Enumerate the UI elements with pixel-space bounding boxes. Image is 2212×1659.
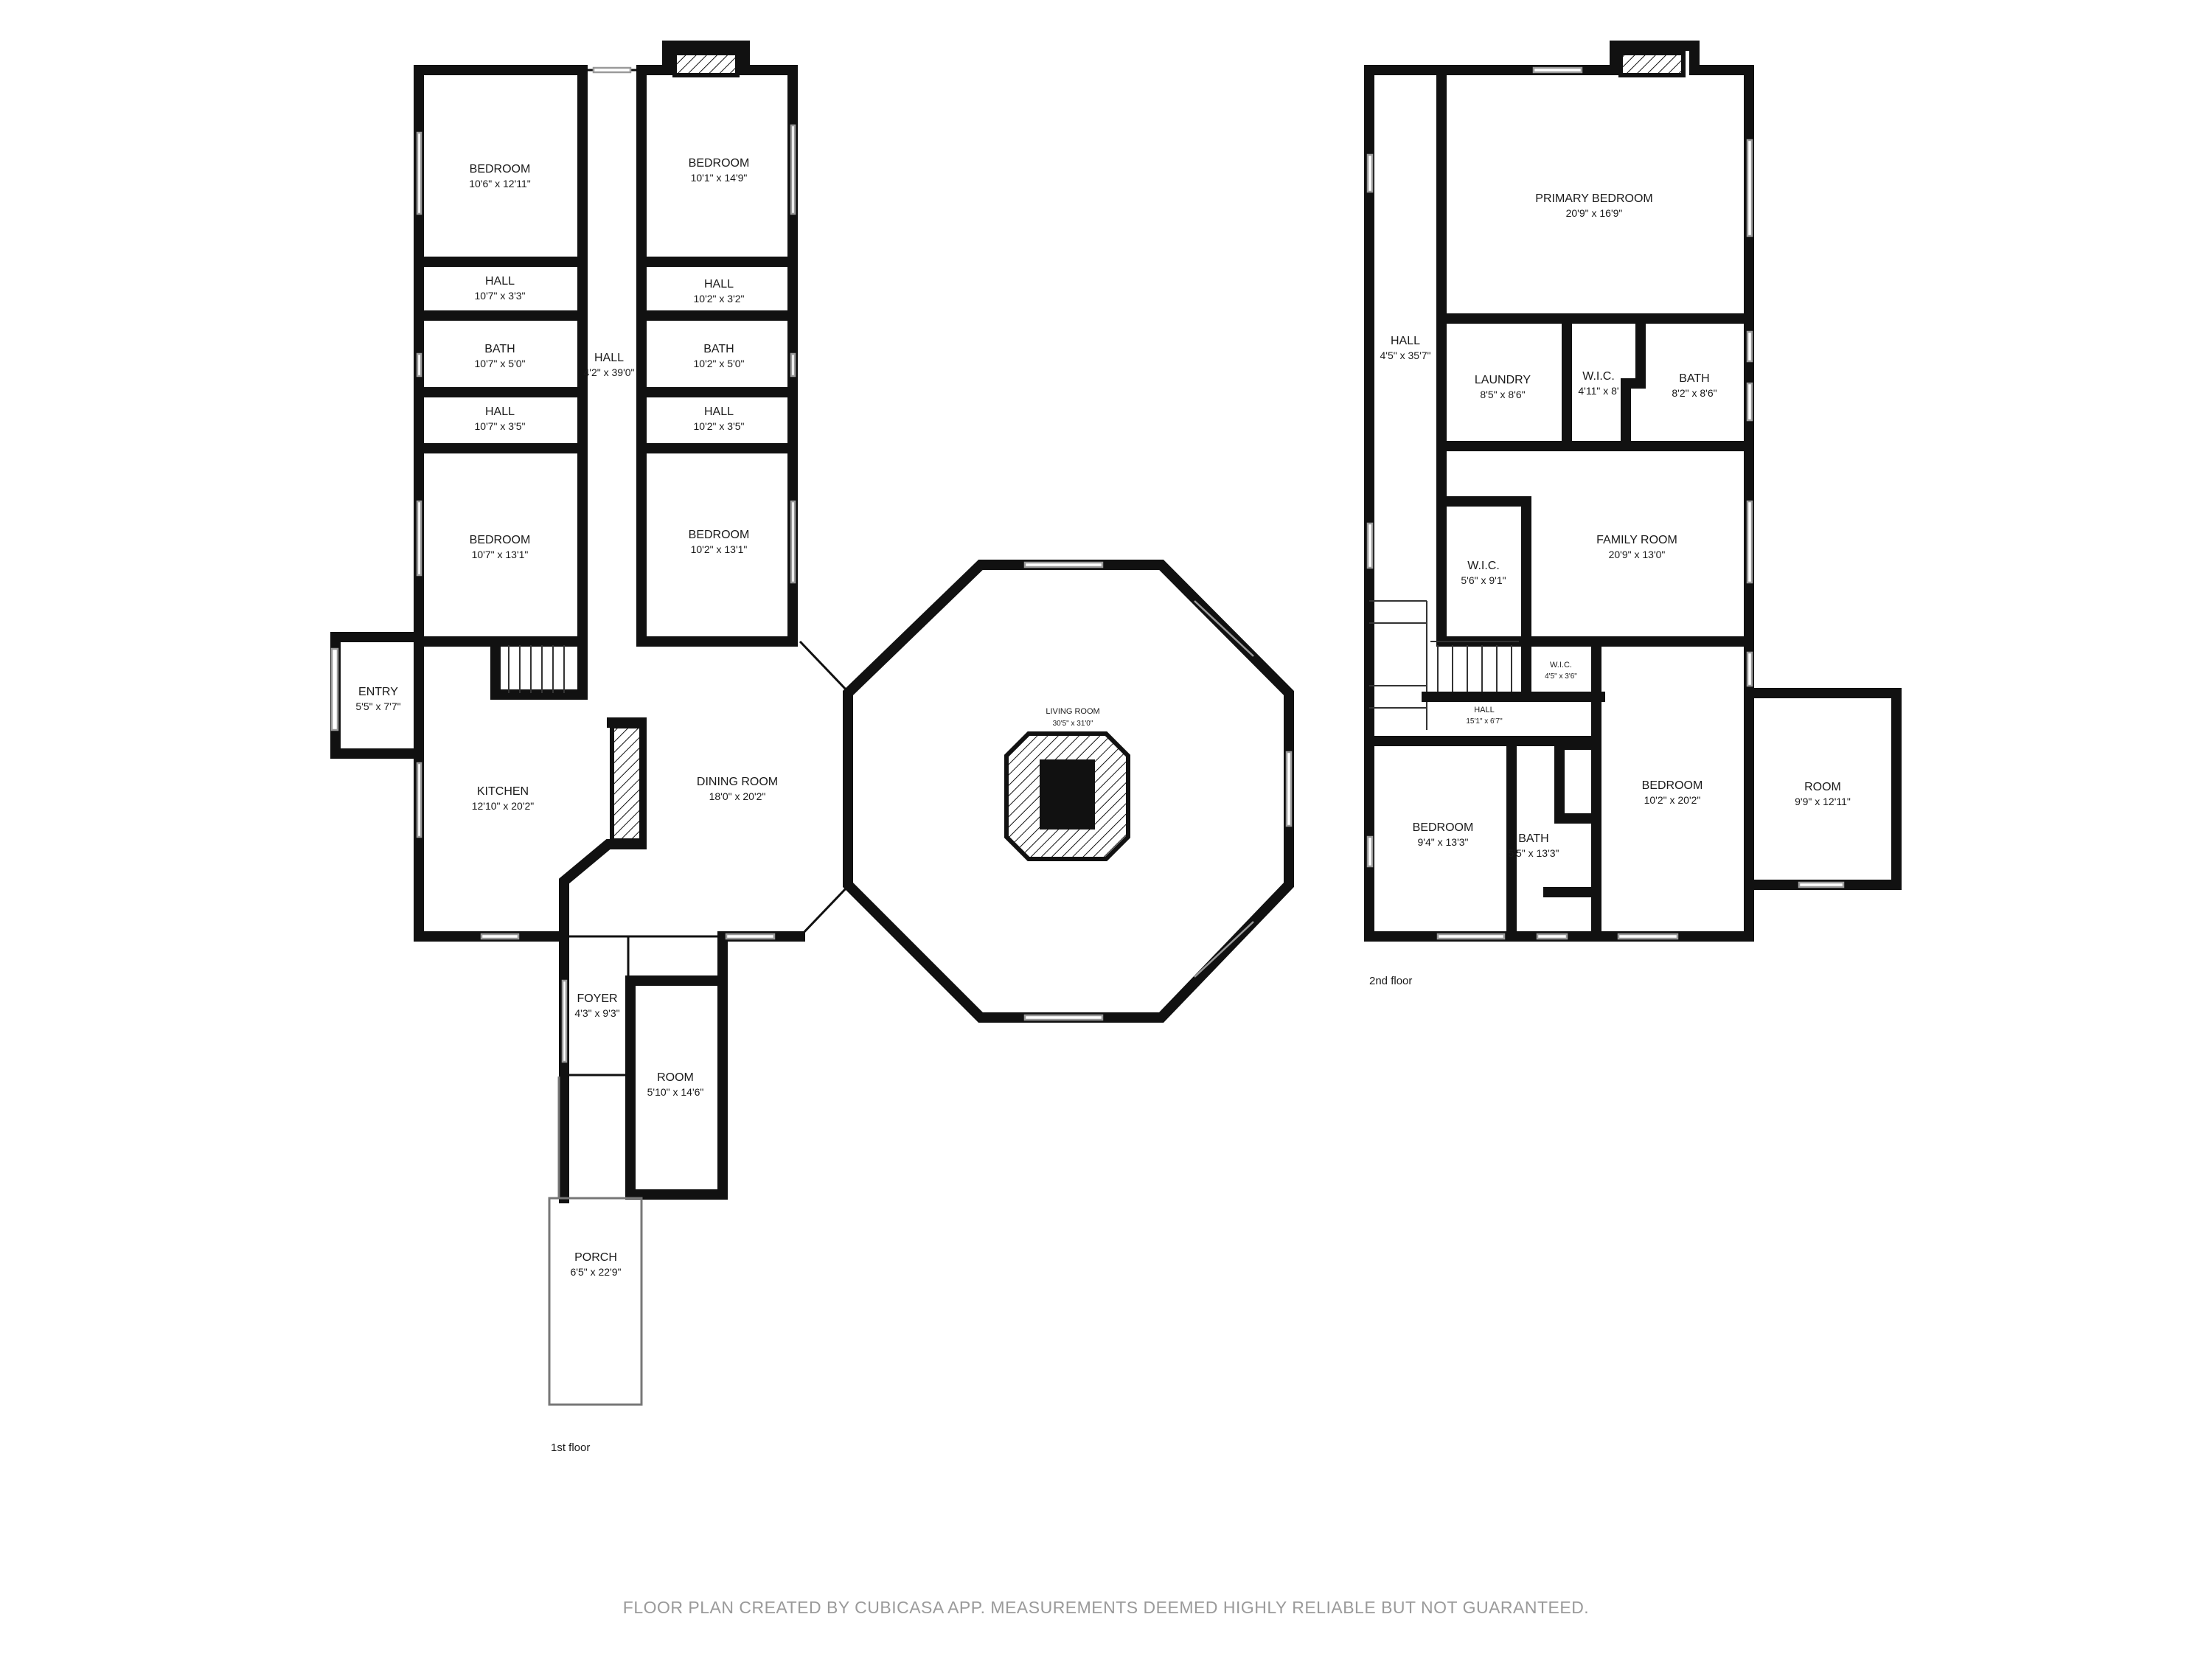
room-label: KITCHEN	[477, 785, 529, 798]
floor-name: 1st floor	[551, 1441, 590, 1454]
room-dims: 10'2" x 5'0"	[694, 358, 745, 369]
room-dims: 10'7" x 13'1"	[472, 549, 529, 560]
room-dims: 10'2" x 3'2"	[694, 293, 745, 305]
room-label: HALL	[485, 406, 515, 418]
room-label: ROOM	[657, 1071, 694, 1084]
room-dims: 5'5" x 13'3"	[1509, 847, 1559, 859]
room-label: BEDROOM	[470, 163, 531, 175]
room-label: HALL	[1474, 706, 1495, 714]
room-dims: 10'2" x 20'2"	[1644, 794, 1701, 806]
room-dims: 9'4" x 13'3"	[1418, 836, 1469, 848]
room-label: BEDROOM	[689, 157, 750, 170]
fireplace-icon	[1004, 731, 1130, 861]
room-label: LIVING ROOM	[1046, 707, 1099, 716]
room-dims: 8'2" x 8'6"	[1672, 387, 1717, 399]
room-label: FAMILY ROOM	[1596, 534, 1677, 546]
second-floor: PRIMARY BEDROOM 20'9" x 16'9" HALL 4'5" …	[1364, 41, 1902, 987]
room-label: BATH	[703, 343, 734, 355]
first-floor: BEDROOM 10'6" x 12'11" BEDROOM 10'1" x 1…	[330, 41, 1294, 1454]
room-dims: 10'1" x 14'9"	[691, 172, 748, 184]
room-label: BATH	[1518, 832, 1548, 845]
room-dims: 4'3" x 9'3"	[574, 1007, 619, 1019]
room-dims: 20'9" x 16'9"	[1566, 207, 1623, 219]
room-label: BEDROOM	[1642, 779, 1703, 792]
room-dims: 10'6" x 12'11"	[469, 178, 531, 189]
room-dims: 5'10" x 14'6"	[647, 1086, 704, 1098]
room-dims: 9'9" x 12'11"	[1795, 796, 1851, 807]
room-dims: 10'7" x 3'5"	[475, 420, 526, 432]
room-dims: 10'2" x 13'1"	[691, 543, 748, 555]
room-label: LAUNDRY	[1475, 374, 1531, 386]
room-label: ROOM	[1804, 781, 1841, 793]
room-dims: 20'9" x 13'0"	[1609, 549, 1666, 560]
footer-disclaimer: FLOOR PLAN CREATED BY CUBICASA APP. MEAS…	[623, 1598, 1589, 1617]
room-dims: 10'2" x 3'5"	[694, 420, 745, 432]
room-label: BATH	[484, 343, 515, 355]
room-label: DINING ROOM	[697, 776, 778, 788]
room-dims: 5'5" x 7'7"	[355, 700, 400, 712]
room-label: PRIMARY BEDROOM	[1535, 192, 1652, 205]
room-dims: 18'0" x 20'2"	[709, 790, 766, 802]
room-label: W.I.C.	[1550, 661, 1572, 669]
room-label: PORCH	[574, 1251, 617, 1264]
room-label: HALL	[704, 406, 734, 418]
floor-name: 2nd floor	[1369, 975, 1412, 987]
room-label: HALL	[1391, 335, 1420, 347]
room-dims: 30'5" x 31'0"	[1053, 720, 1093, 728]
room-label: FOYER	[577, 992, 617, 1005]
room-dims: 10'7" x 3'3"	[475, 290, 526, 302]
room-label: BEDROOM	[470, 534, 531, 546]
room-label: W.I.C.	[1582, 370, 1615, 383]
room-label: W.I.C.	[1467, 560, 1500, 572]
room-dims: 4'5" x 35'7"	[1380, 349, 1431, 361]
room-dims: 8'5" x 8'6"	[1480, 389, 1525, 400]
room-dims: 4'5" x 3'6"	[1545, 672, 1577, 681]
room-label: BEDROOM	[1413, 821, 1474, 834]
stairs-1f	[508, 645, 565, 693]
room-dims: 12'10" x 20'2"	[472, 800, 535, 812]
room-label: HALL	[594, 352, 624, 364]
room-dims: 10'7" x 5'0"	[475, 358, 526, 369]
stairs-2f	[1369, 600, 1519, 730]
room-label: ENTRY	[358, 686, 398, 698]
room-dims: 5'6" x 9'1"	[1461, 574, 1506, 586]
room-label: BEDROOM	[689, 529, 750, 541]
room-label: BATH	[1679, 372, 1709, 385]
room-dims: 15'1" x 6'7"	[1466, 717, 1503, 726]
room-dims: 6'5" x 22'9"	[571, 1266, 622, 1278]
room-dims: 4'2" x 39'0"	[584, 366, 635, 378]
room-label: HALL	[485, 275, 515, 288]
room-label: HALL	[704, 278, 734, 291]
room-dims: 4'11" x 8'	[1578, 385, 1618, 397]
